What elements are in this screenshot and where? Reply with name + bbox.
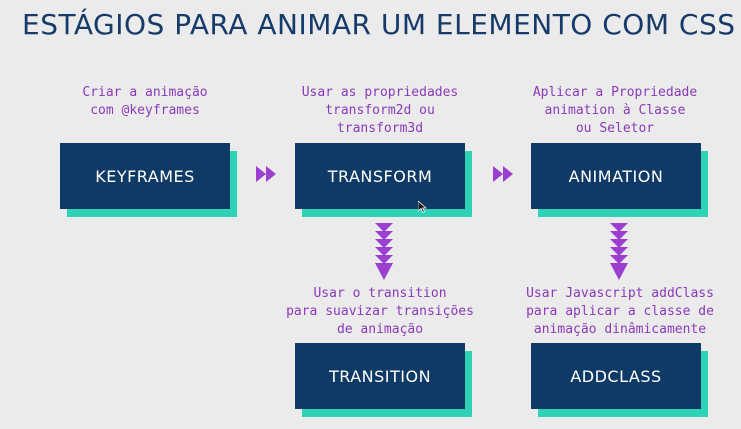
caption-keyframes: Criar a animação com @keyframes: [60, 84, 230, 120]
caption-line: Aplicar a Propriedade: [532, 85, 698, 100]
stage-box-keyframes: KEYFRAMES: [60, 143, 237, 217]
caption-line: Criar a animação: [82, 85, 208, 100]
caption-addclass: Usar Javascript addClass para aplicar a …: [510, 285, 730, 339]
arrow-down-icon: [375, 223, 393, 280]
caption-transform: Usar as propriedades transform2d ou tran…: [280, 84, 480, 138]
caption-line: para suavizar transições: [286, 304, 474, 319]
arrow-down-icon: [610, 223, 628, 280]
arrow-right-icon: [493, 166, 513, 182]
caption-line: para aplicar a classe de: [526, 304, 714, 319]
stage-label-animation: ANIMATION: [531, 143, 701, 209]
arrow-right-icon: [256, 166, 276, 182]
mouse-cursor-icon: [418, 201, 427, 213]
caption-line: com @keyframes: [90, 103, 200, 118]
stage-label-addclass: ADDCLASS: [531, 343, 701, 409]
caption-line: Usar o transition: [313, 286, 447, 301]
page-title: ESTÁGIOS PARA ANIMAR UM ELEMENTO COM CSS: [22, 8, 736, 41]
caption-line: Usar as propriedades: [301, 85, 459, 100]
stage-label-transition: TRANSITION: [295, 343, 465, 409]
caption-line: transform3d: [336, 121, 424, 136]
stage-label-transform: TRANSFORM: [295, 143, 465, 209]
caption-line: de animação: [336, 322, 424, 337]
stage-label-keyframes: KEYFRAMES: [60, 143, 230, 209]
caption-line: animation à Classe: [544, 103, 686, 118]
stage-box-animation: ANIMATION: [531, 143, 708, 217]
caption-transition: Usar o transition para suavizar transiçõ…: [270, 285, 490, 339]
stage-box-transform: TRANSFORM: [295, 143, 472, 217]
caption-line: ou Seletor: [575, 121, 655, 136]
stage-box-transition: TRANSITION: [295, 343, 472, 417]
caption-line: transform2d ou: [325, 103, 435, 118]
caption-line: Usar Javascript addClass: [526, 286, 714, 301]
caption-animation: Aplicar a Propriedade animation à Classe…: [510, 84, 720, 138]
caption-line: animação dinâmicamente: [533, 322, 707, 337]
stage-box-addclass: ADDCLASS: [531, 343, 708, 417]
